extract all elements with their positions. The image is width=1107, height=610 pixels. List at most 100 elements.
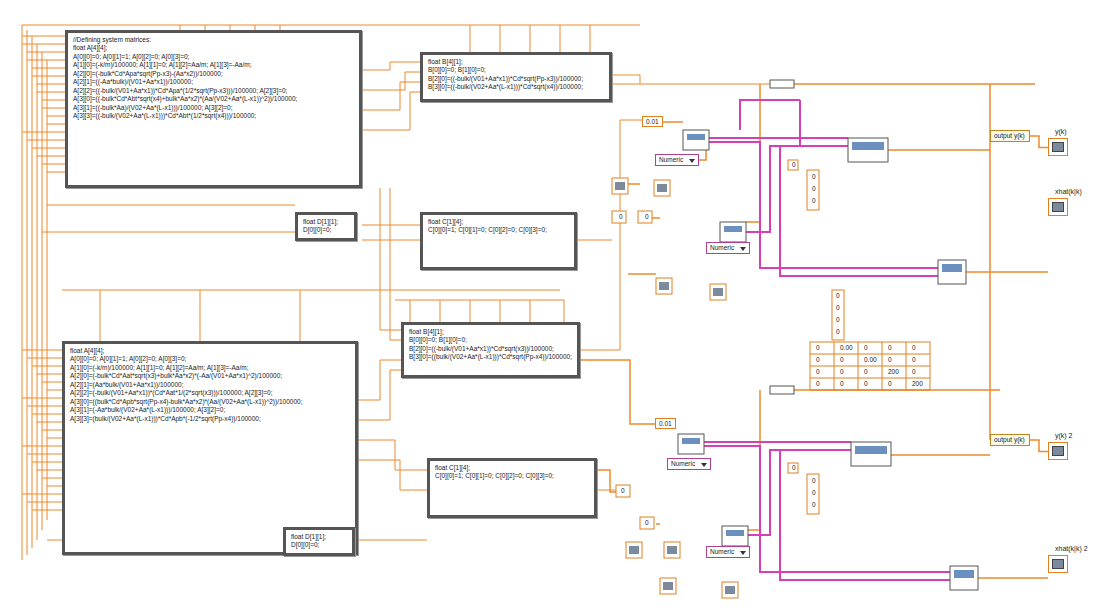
constant-value: 0.00 — [863, 357, 878, 364]
constant-value: 0 — [887, 381, 893, 388]
constant-value: 0 — [839, 369, 845, 376]
code-line: float D[1][1]; — [291, 533, 347, 541]
constant-value: 0 — [811, 174, 817, 181]
code-line: A[0][0]=0; A[0][1]=1; A[0][2]=0; A[0][3]… — [73, 53, 354, 61]
indicator-terminal: y(k) 2 — [1048, 432, 1092, 462]
terminal-icon-face — [1052, 142, 1064, 152]
constant-value: 200 — [911, 381, 924, 388]
constant-value: 0 — [835, 329, 841, 336]
constant-value: 0 — [835, 317, 841, 324]
node-label: Numeric — [671, 460, 698, 468]
constant-value: 0 — [911, 345, 917, 352]
code-line: A[3][1]=(-Aa*bulk/(V02+Aa*(L-x1)))/10000… — [70, 406, 350, 414]
code-line: float B[4][1]; — [428, 58, 604, 66]
code-line: C[0][0]=1; C[0][1]=0; C[0][2]=0; C[0][3]… — [428, 226, 569, 234]
constant-value: 0 — [887, 357, 893, 364]
constant-value: 0 — [791, 465, 797, 472]
constant-value: 0 — [644, 520, 650, 527]
constant-value: 0 — [835, 293, 841, 300]
numeric-ring: Numeric — [706, 242, 750, 254]
formula-node: float B[4][1];B[0][0]=0; B[1][0]=0;B[2][… — [401, 322, 580, 378]
code-line: A[3][1]=((-bulk*Aa)/(V02+Aa*(L-x1)))/100… — [73, 104, 354, 112]
node-label: output y(k) — [994, 436, 1026, 444]
code-line: A[1][0]=(-k/m)/100000; A[1][1]=0; A[1][2… — [70, 364, 350, 372]
constant-value: 0 — [644, 214, 650, 221]
node-label: xhat(k|k) — [1054, 188, 1083, 196]
formula-node: float B[4][1];B[0][0]=0; B[1][0]=0;B[2][… — [420, 52, 612, 102]
constant-value: 0 — [811, 198, 817, 205]
code-line: B[0][0]=0; B[1][0]=0; — [409, 336, 572, 344]
constant-value: 0 — [791, 162, 797, 169]
code-line: A[2][0]=(-bulk*Cd*Aat*sqrt(x3)+bulk*Aa*x… — [70, 372, 350, 380]
code-line: float C[1][4]; — [435, 464, 589, 472]
node-label: Numeric — [710, 244, 737, 252]
orange-wire — [570, 84, 1048, 578]
node-label: Numeric — [659, 156, 686, 164]
code-line: float C[1][4]; — [428, 218, 569, 226]
terminal-icon — [1048, 555, 1068, 573]
function-icon — [678, 80, 978, 590]
wire-label: output y(k) — [990, 130, 1030, 142]
code-line: //Defining system matrices: — [73, 36, 354, 44]
terminal-icon-face — [1052, 559, 1064, 569]
node-label: y(k) — [1054, 128, 1068, 136]
constant-value: 0 — [815, 369, 821, 376]
code-line: D[0][0]=0; — [303, 226, 349, 234]
dropdown-arrow — [740, 247, 746, 251]
terminal-icon-face — [1052, 446, 1064, 456]
code-line: B[2][0]=((-bulk/(V01+Aa*x1))*Cd*sqrt(x3)… — [409, 345, 572, 353]
indicator-icon — [612, 160, 844, 598]
constant-value: 0 — [811, 490, 817, 497]
terminal-icon — [1048, 442, 1068, 460]
constant-value: 0 — [863, 345, 869, 352]
formula-node: //Defining system matrices:float A[4][4]… — [65, 30, 362, 188]
code-line: A[2][1]=((-Aa*bulk)/(V01+Aa*x1))/100000; — [73, 78, 354, 86]
constant-value: 0 — [618, 214, 624, 221]
constant-value: 0.00 — [839, 345, 854, 352]
orange-wire — [22, 25, 65, 560]
constant-value: 0 — [911, 369, 917, 376]
wire-label: output y(k) — [990, 434, 1030, 446]
terminal-icon — [1048, 198, 1068, 216]
constant-value: 0 — [811, 502, 817, 509]
node-label: y(k) 2 — [1054, 432, 1074, 440]
code-line: A[3][3]=(bulk/(V02+Aa*(L-x1)))*Cd*Apb*(-… — [70, 415, 350, 423]
matrix-grid — [810, 342, 930, 390]
formula-node: float D[1][1];D[0][0]=0; — [283, 527, 355, 556]
constant-value: 0 — [839, 357, 845, 364]
constant-value: 0 — [863, 369, 869, 376]
numeric-constant: 0.01 — [655, 418, 676, 429]
dropdown-arrow — [701, 463, 707, 467]
code-line: A[2][2]=((-bulk/(V01+Aa*x1))*Cd*Apa*(1/2… — [73, 87, 354, 95]
constant-value: 200 — [887, 369, 900, 376]
orange-wire — [22, 25, 640, 341]
code-line: B[3][0]=((-bulk/(V02+Aa*(L-x1)))*Cd*sqrt… — [428, 83, 604, 91]
node-label: 0.01 — [659, 420, 672, 427]
indicator-terminal: xhat(k|k) 2 — [1048, 545, 1102, 575]
wire-connector — [1030, 440, 1048, 451]
code-line: A[2][0]=(-bulk*Cd*Apa*sqrt(Pp-x3)-(Aa*x2… — [73, 70, 354, 78]
code-line: B[3][0]=((bulk/(V02+Aa*(L-x1)))*Cd*sqrt(… — [409, 353, 572, 361]
code-line: C[0][0]=1; C[0][1]=0; C[0][2]=0; C[0][3]… — [435, 472, 589, 480]
formula-node: float C[1][4];C[0][0]=1; C[0][1]=0; C[0]… — [427, 458, 597, 518]
code-line: float B[4][1]; — [409, 328, 572, 336]
constant-value: 0 — [839, 381, 845, 388]
constant-value: 0 — [835, 305, 841, 312]
code-line: A[1][0]=(-k/m)/100000; A[1][1]=0; A[1][2… — [73, 61, 354, 69]
constant-value: 0 — [887, 345, 893, 352]
node-label: 0.01 — [646, 118, 659, 125]
formula-node: float C[1][4];C[0][0]=1; C[0][1]=0; C[0]… — [420, 212, 577, 270]
code-line: A[2][1]=(Aa*bulk/(V01+Aa*x1))/100000; — [70, 381, 350, 389]
pink-wire — [704, 100, 950, 580]
code-line: float D[1][1]; — [303, 218, 349, 226]
code-line: float A[4][4]; — [70, 347, 350, 355]
code-line: B[2][0]=((-bulk/(V01+Aa*x1))*Cd*sqrt(Pp-… — [428, 75, 604, 83]
code-line: A[3][0]=((bulk*Cd*Apb*sqrt(Pp-x4)-bulk*A… — [70, 398, 350, 406]
code-line: A[0][0]=0; A[0][1]=1; A[0][2]=0; A[0][3]… — [70, 355, 350, 363]
wire-connector — [1030, 136, 1048, 147]
node-label: xhat(k|k) 2 — [1054, 545, 1089, 553]
code-line: A[3][0]=((-bulk*Cd*Abt*sqrt(x4)+bulk*Aa*… — [73, 95, 354, 103]
constant-value: 0 — [811, 478, 817, 485]
code-line: A[3][3]=((-bulk/(V02+Aa*(L-x1)))*Cd*Abt*… — [73, 112, 354, 120]
